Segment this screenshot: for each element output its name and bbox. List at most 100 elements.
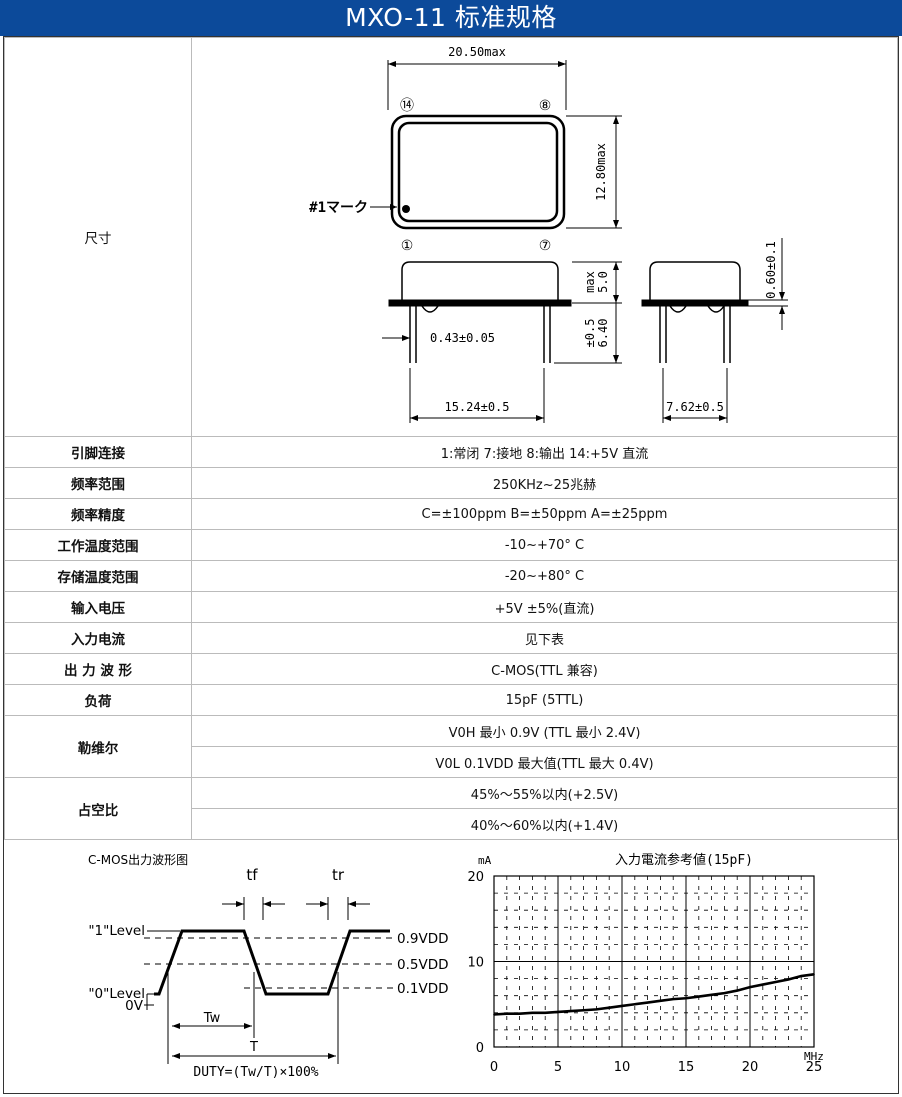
width-max-label: 20.50max <box>448 45 506 59</box>
level1-label: "1"Level <box>88 923 145 939</box>
chart-xlabel: MHz <box>804 1050 824 1063</box>
data-point <box>813 973 815 976</box>
data-point <box>582 1009 585 1012</box>
spec-row-label: 出 力 波 形 <box>4 653 192 685</box>
duty-row-2: 40%～60%以内(+1.4V) <box>5 808 898 840</box>
data-point <box>518 1012 521 1015</box>
spec-row-value: C-MOS(TTL 兼容) <box>191 653 898 685</box>
spec-row-value: +5V ±5%(直流) <box>191 591 898 623</box>
pin14-label: ⑭ <box>400 98 414 114</box>
data-point <box>634 1003 636 1006</box>
lead-tolerance-label: ±0.5 <box>583 319 597 348</box>
side-pitch-label: 7.62±0.5 <box>666 400 724 414</box>
data-point <box>736 989 738 992</box>
duty-value-2: 40%～60%以内(+1.4V) <box>191 808 898 840</box>
bottom-figures: C-MOS出力波形图 tf tr <box>4 842 898 1094</box>
x-tick-label: 20 <box>742 1060 759 1075</box>
data-point <box>800 975 802 977</box>
x-tick-label: 25 <box>806 1060 823 1075</box>
spec-row-label: 工作温度范围 <box>4 529 192 561</box>
standoff-label: 0.60±0.1 <box>764 241 778 299</box>
pin1-mark-label: #1マーク <box>309 200 368 216</box>
spec-row: 入力电流见下表 <box>4 622 898 654</box>
data-point <box>685 997 687 1000</box>
chart-series <box>493 973 815 1016</box>
data-point <box>557 1011 559 1013</box>
data-point <box>749 986 751 988</box>
spec-row-value: 250KHz~25兆赫 <box>191 467 898 499</box>
duty-value-1: 45%～55%以内(+2.5V) <box>191 777 898 809</box>
level-value-1: V0H 最小 0.9V (TTL 最小 2.4V) <box>191 715 898 747</box>
spec-row-label: 输入电压 <box>4 591 192 623</box>
level-row-1: 勒维尔 V0H 最小 0.9V (TTL 最小 2.4V) <box>4 715 898 778</box>
level-row-2: V0L 0.1VDD 最大值(TTL 最大 0.4V) <box>5 746 898 778</box>
spec-sheet: 尺寸 <box>3 36 899 1094</box>
spec-row-label: 频率范围 <box>4 467 192 499</box>
v09-label: 0.9VDD <box>397 931 449 947</box>
data-point <box>595 1008 598 1011</box>
pin1-label: ① <box>401 238 414 254</box>
dimension-drawing-cell: 20.50max ⑭ ⑧ ① ⑦ #1マーク 12.80max max 5.0 … <box>191 37 898 437</box>
duty-formula: DUTY=(Tw/T)×100% <box>193 1065 318 1080</box>
pitch-label: 15.24±0.5 <box>444 400 509 414</box>
pin7-label: ⑦ <box>539 238 552 254</box>
dimension-label: 尺寸 <box>4 37 192 437</box>
data-point <box>672 998 674 1000</box>
body-height-value-label: 5.0 <box>596 271 610 293</box>
duty-row-1: 占空比 45%～55%以内(+2.5V) <box>4 777 898 840</box>
data-point <box>544 1012 546 1014</box>
waveform-title: C-MOS出力波形图 <box>88 853 188 867</box>
height-max-label: 12.80max <box>594 143 608 201</box>
spec-row-value: 1:常闭 7:接地 8:输出 14:+5V 直流 <box>191 436 898 468</box>
spec-row-value: 15pF (5TTL) <box>191 684 898 716</box>
tr-label: tr <box>332 866 345 884</box>
level-label: 勒维尔 <box>4 715 192 778</box>
x-tick-label: 0 <box>490 1060 498 1075</box>
body-height-max-label: max <box>583 271 597 293</box>
chart-grid <box>493 875 815 1048</box>
pin8-label: ⑧ <box>539 98 552 114</box>
tw-label: Tw <box>203 1011 221 1026</box>
spec-row-value: 见下表 <box>191 622 898 654</box>
waveform-diagram: C-MOS出力波形图 tf tr <box>88 853 449 1080</box>
level-value-2: V0L 0.1VDD 最大值(TTL 最大 0.4V) <box>191 746 898 778</box>
data-point <box>659 1000 662 1002</box>
chart-frame <box>493 875 815 1048</box>
spec-row-label: 存储温度范围 <box>4 560 192 592</box>
duty-label: 占空比 <box>4 777 192 840</box>
dimension-row: 尺寸 <box>4 37 898 437</box>
data-point <box>621 1005 623 1007</box>
spec-row: 工作温度范围-10~+70° C <box>4 529 898 561</box>
spec-row-label: 入力电流 <box>4 622 192 654</box>
x-tick-label: 10 <box>614 1060 631 1075</box>
x-tick-label: 15 <box>678 1060 695 1075</box>
spec-row-label: 引脚连接 <box>4 436 192 468</box>
y-tick-label: 20 <box>467 870 484 885</box>
data-point <box>608 1006 610 1009</box>
lead-length-label: 6.40 <box>596 319 610 348</box>
spec-row: 存储温度范围-20~+80° C <box>4 560 898 592</box>
t-label: T <box>249 1040 258 1055</box>
level0-label: "0"Level <box>88 986 145 1002</box>
data-point <box>698 995 700 998</box>
data-point <box>710 994 713 996</box>
data-point <box>774 981 777 983</box>
data-point <box>506 1012 508 1015</box>
data-point <box>723 992 726 994</box>
data-point <box>493 1013 495 1016</box>
zero-v-label: 0V <box>125 998 144 1014</box>
data-point <box>787 978 790 981</box>
spec-row-label: 负荷 <box>4 684 192 716</box>
v05-label: 0.5VDD <box>397 957 449 973</box>
data-point <box>762 983 764 986</box>
tf-label: tf <box>246 866 258 884</box>
